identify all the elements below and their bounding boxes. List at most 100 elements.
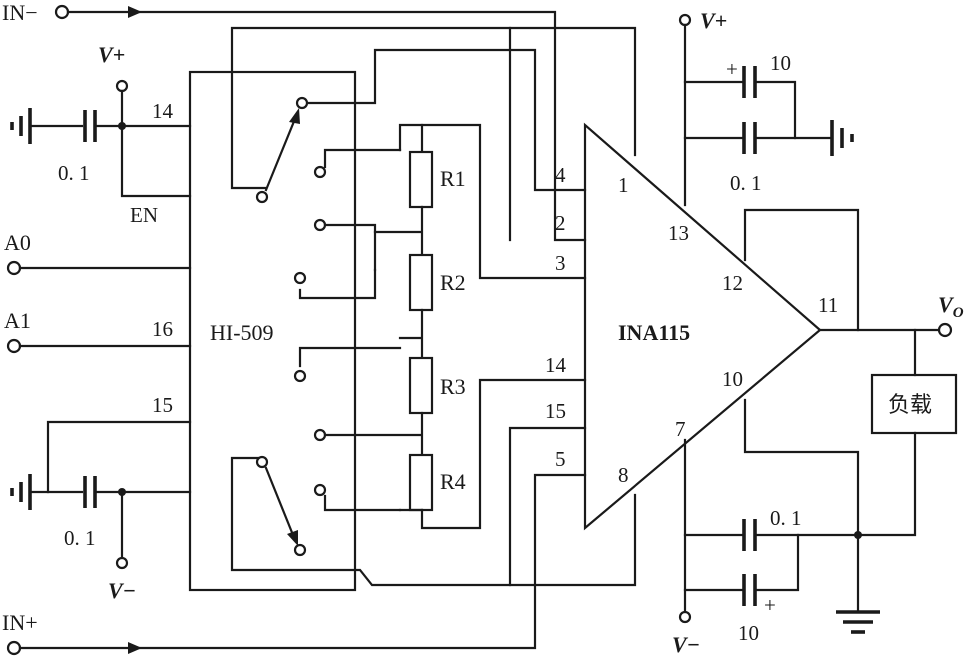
- mux-contact-3: [293, 271, 307, 285]
- mux-pin15-label: 15: [152, 393, 173, 417]
- mux-top-ground-icon: [10, 108, 32, 144]
- mux-bottom-switch-contact: [293, 543, 307, 557]
- wire-contact3: [298, 268, 377, 300]
- mux-top-switch-contact: [295, 96, 309, 110]
- amp-pin1-label: 1: [618, 173, 629, 197]
- amp-top-ground-icon: [830, 120, 854, 156]
- mux-en-label: EN: [130, 203, 158, 227]
- resistor-r4-label: R4: [440, 469, 466, 494]
- vo-label-sub: O: [953, 305, 964, 321]
- load-return-wire: [856, 431, 917, 537]
- amp-pin15-label: 15: [545, 399, 566, 423]
- amp-bottom-cap-wire-b: [683, 533, 800, 592]
- mux-vplus-terminal: [115, 79, 129, 93]
- amp-top-polar-cap-label: 10: [770, 51, 791, 75]
- mux-bottom-switch-wire: [230, 456, 637, 587]
- resistor-r1: [408, 150, 434, 209]
- mux-top-cap-label: 0. 1: [58, 161, 90, 185]
- mux-contact-1: [313, 165, 327, 179]
- wire-contact4: [298, 346, 402, 368]
- amp-pin13-label: 13: [668, 221, 689, 245]
- amp-pin10-label: 10: [722, 367, 743, 391]
- amp-pin11-label: 11: [818, 293, 838, 317]
- ladder-bottom: [420, 378, 587, 530]
- mux-bottom-ground-icon: [10, 474, 32, 510]
- resistor-r3-label: R3: [440, 374, 466, 399]
- mux-bottom-switch-blade: [264, 466, 297, 542]
- amp-bottom-polar-sign: +: [764, 593, 776, 617]
- in-plus-terminal[interactable]: [6, 640, 22, 656]
- amp-pin2-label: 2: [555, 211, 566, 235]
- mux-switch-top-wire: [298, 48, 587, 192]
- in-minus-label: IN−: [2, 0, 38, 25]
- mux-pin14-label: 14: [152, 99, 174, 123]
- wire-contact2: [323, 223, 377, 272]
- wire-contact1: [323, 148, 402, 169]
- amp-top-cap-wire-a: [683, 80, 797, 140]
- a0-terminal[interactable]: [6, 260, 22, 276]
- mux-top-switch-arrow: [289, 108, 300, 124]
- mux-bottom-cap-label: 0. 1: [64, 526, 96, 550]
- in-plus-wire: [18, 473, 587, 650]
- amp-pin14-label: 14: [545, 353, 567, 377]
- mux-chip-body: [188, 70, 357, 592]
- ladder-wire: [398, 123, 587, 280]
- in-minus-arrow-icon: [128, 6, 142, 18]
- amp-bottom-polar-cap-label: 10: [738, 621, 759, 645]
- amp-chip-label: INA115: [618, 320, 690, 345]
- mux-bottom-switch-arrow: [287, 530, 298, 546]
- mux-bottom-switch-common: [255, 455, 269, 469]
- mux-top-switch-common: [255, 190, 269, 204]
- mux-pin16-label: 16: [152, 317, 173, 341]
- in-minus-terminal[interactable]: [54, 4, 70, 20]
- amp-pin10-wire: [743, 398, 860, 612]
- amp-vminus-label: V−: [672, 632, 700, 656]
- vo-label-main: V: [938, 292, 955, 317]
- amp-top-polar-sign: +: [726, 57, 738, 81]
- in-plus-label: IN+: [2, 610, 38, 635]
- vo-terminal[interactable]: [937, 322, 953, 338]
- resistor-r2: [408, 253, 434, 312]
- amp-vminus-terminal: [678, 610, 692, 624]
- resistor-r2-label: R2: [440, 270, 466, 295]
- output-ground-icon: [836, 610, 880, 634]
- mux-chip-label: HI-509: [210, 320, 274, 345]
- amp-pin7-label: 7: [675, 417, 686, 441]
- a1-terminal[interactable]: [6, 338, 22, 354]
- mux-vplus-node: [118, 122, 126, 130]
- mux-contact-4: [293, 369, 307, 383]
- mux-pin15-wire: [46, 420, 192, 494]
- mux-contact-6: [313, 483, 327, 497]
- vo-label: VO: [938, 292, 964, 321]
- in-minus-wire: [66, 10, 587, 242]
- mux-vminus-terminal: [115, 556, 129, 570]
- wire-contact6: [323, 494, 402, 512]
- amp-pin3-label: 3: [555, 251, 566, 275]
- mux-vminus-label: V−: [108, 578, 136, 603]
- amp-pin8-label: 8: [618, 463, 629, 487]
- amp-pin4-label: 4: [555, 163, 566, 187]
- a1-label: A1: [4, 308, 31, 333]
- amp-vplus-terminal: [678, 13, 692, 27]
- amp-top-cap-label: 0. 1: [730, 171, 762, 195]
- amp-pin12-label: 12: [722, 271, 743, 295]
- amp-chip-body: [583, 122, 822, 531]
- ladder-node-2: [398, 308, 424, 360]
- resistor-r3: [408, 356, 434, 415]
- load-label: 负载: [888, 392, 932, 417]
- amp-bottom-cap-label: 0. 1: [770, 506, 802, 530]
- mux-vplus-label: V+: [98, 42, 125, 67]
- ladder-node-1: [373, 205, 424, 257]
- amp-pin15-wire: [508, 426, 587, 587]
- mux-top-switch-blade: [264, 112, 299, 192]
- mux-inner-wiring: [230, 26, 637, 190]
- mux-contact-5: [313, 428, 327, 442]
- resistor-r1-label: R1: [440, 166, 466, 191]
- resistor-r4: [408, 453, 434, 512]
- in-plus-arrow-icon: [128, 642, 142, 654]
- amp-pin12-feedback: [743, 208, 860, 332]
- amp-vplus-label: V+: [700, 8, 727, 33]
- a0-label: A0: [4, 230, 31, 255]
- mux-contact-2: [313, 218, 327, 232]
